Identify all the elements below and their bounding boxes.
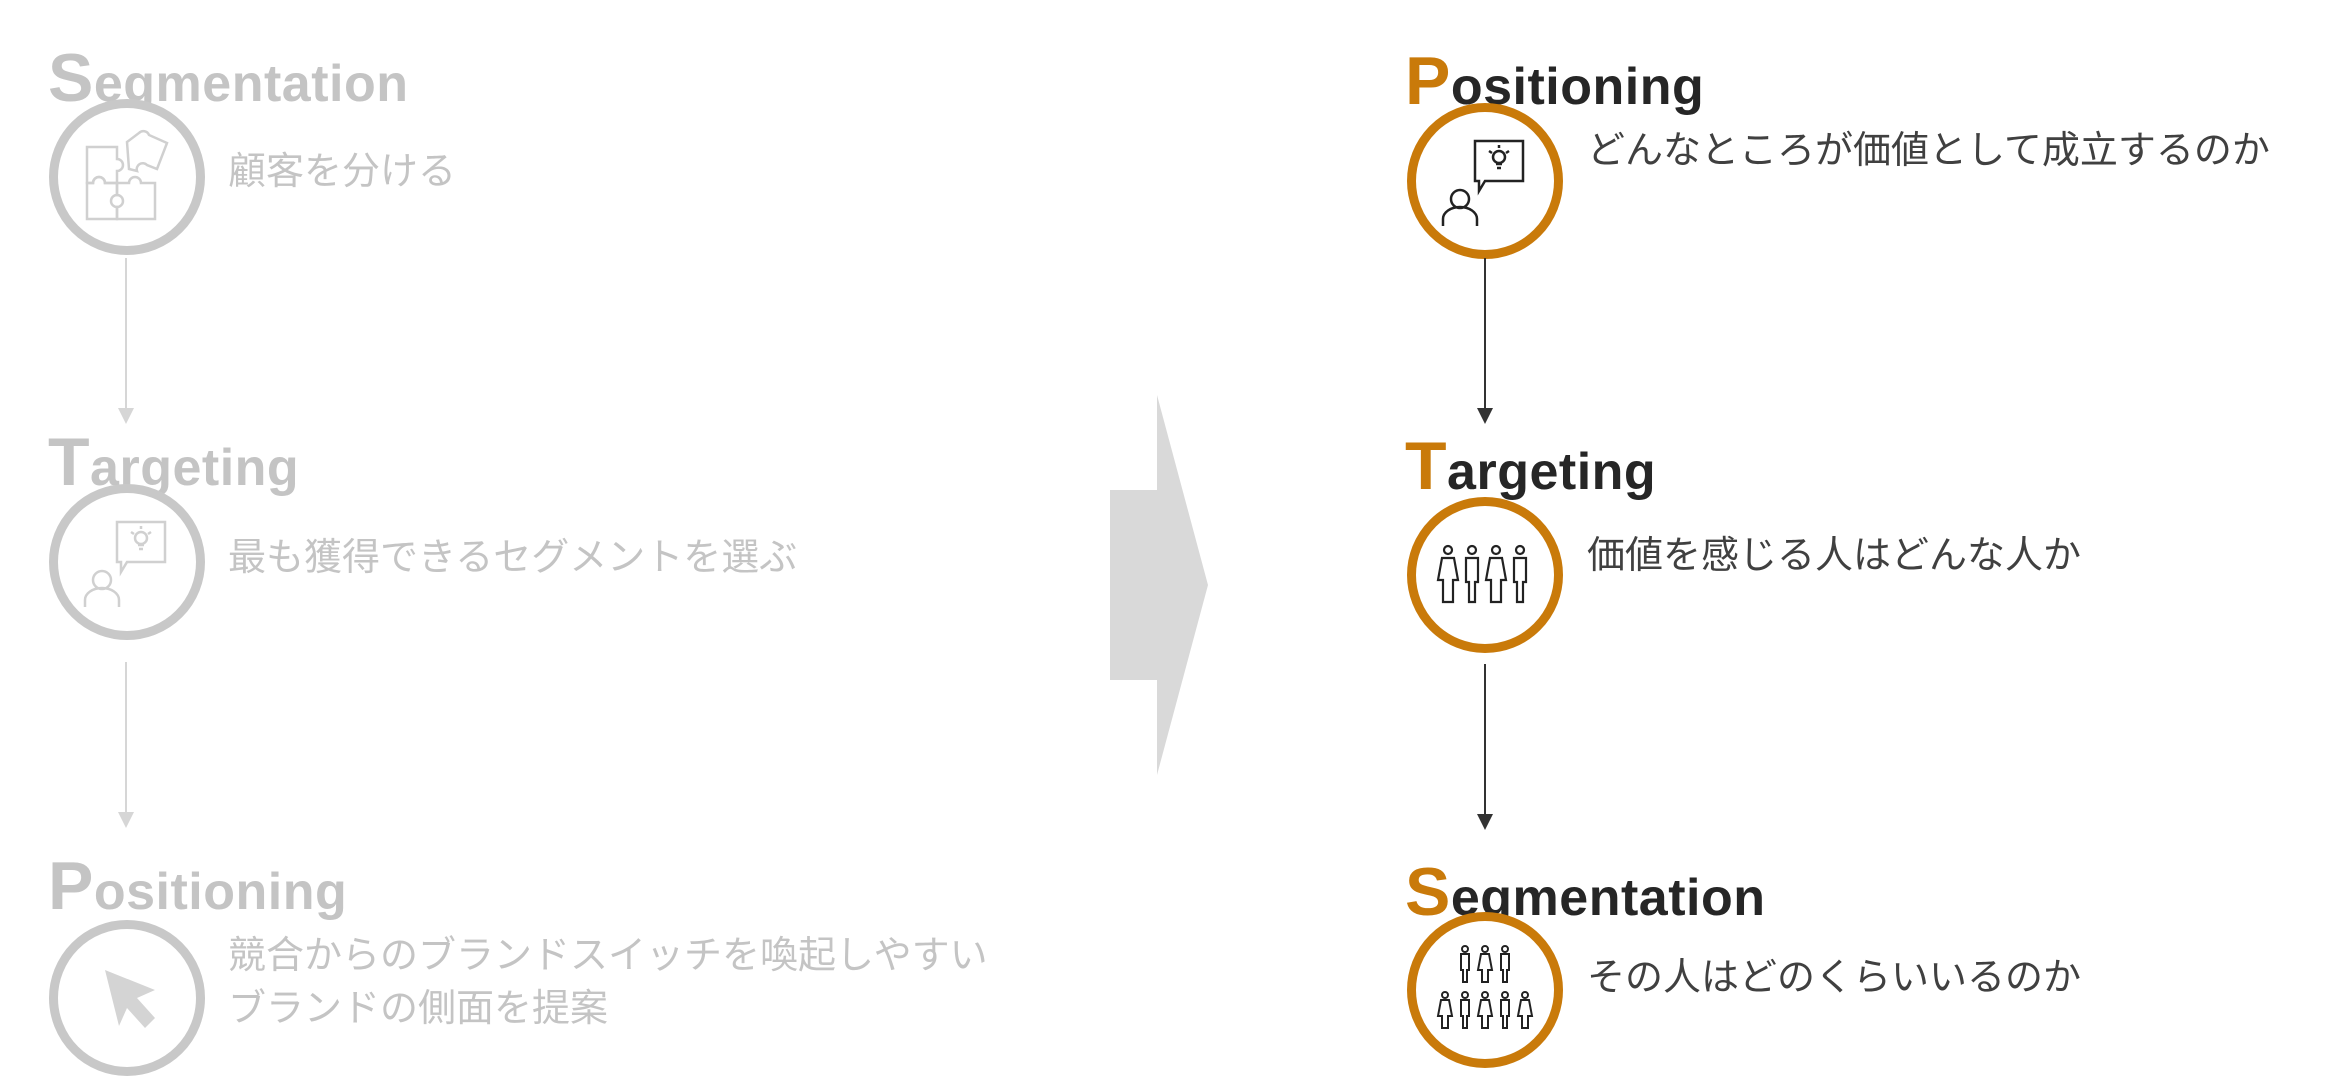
description-line: ブランドの側面を提案 bbox=[228, 988, 609, 1031]
step-circle bbox=[1407, 497, 1563, 653]
step-title-positioning: Positioning bbox=[48, 848, 348, 924]
step-circle bbox=[49, 920, 205, 1076]
step-description: その人はどのくらいいるのか bbox=[1587, 957, 2082, 999]
step-circle bbox=[49, 484, 205, 640]
step-description: 競合からのブランドスイッチを喚起しやすい ブランドの側面を提案 bbox=[228, 930, 988, 1036]
presenter-idea-icon bbox=[83, 520, 167, 607]
flow-arrow bbox=[118, 662, 134, 828]
crowd-icon bbox=[1436, 945, 1534, 1029]
transition-arrow-icon bbox=[1110, 395, 1208, 775]
description-line: 競合からのブランドスイッチを喚起しやすい bbox=[228, 935, 988, 977]
step-title-targeting: Targeting bbox=[1405, 428, 1657, 504]
step-description: 最も獲得できるセグメントを選ぶ bbox=[228, 537, 798, 579]
group-people-icon bbox=[1436, 544, 1528, 604]
step-description: どんなところが価値として成立するのか bbox=[1587, 130, 2270, 172]
presenter-idea-icon bbox=[1441, 139, 1525, 226]
step-description: 価値を感じる人はどんな人か bbox=[1587, 535, 2082, 577]
flow-arrow bbox=[1477, 258, 1493, 424]
step-title-positioning: Positioning bbox=[1405, 43, 1705, 119]
cursor-icon bbox=[105, 970, 155, 1028]
step-circle bbox=[1407, 103, 1563, 259]
flow-arrow bbox=[1477, 664, 1493, 830]
step-circle bbox=[1407, 912, 1563, 1068]
flow-arrow bbox=[118, 258, 134, 424]
puzzle-icon bbox=[85, 129, 169, 221]
step-title-targeting: Targeting bbox=[48, 424, 300, 500]
step-circle bbox=[49, 99, 205, 255]
step-description: 顧客を分ける bbox=[228, 151, 457, 193]
